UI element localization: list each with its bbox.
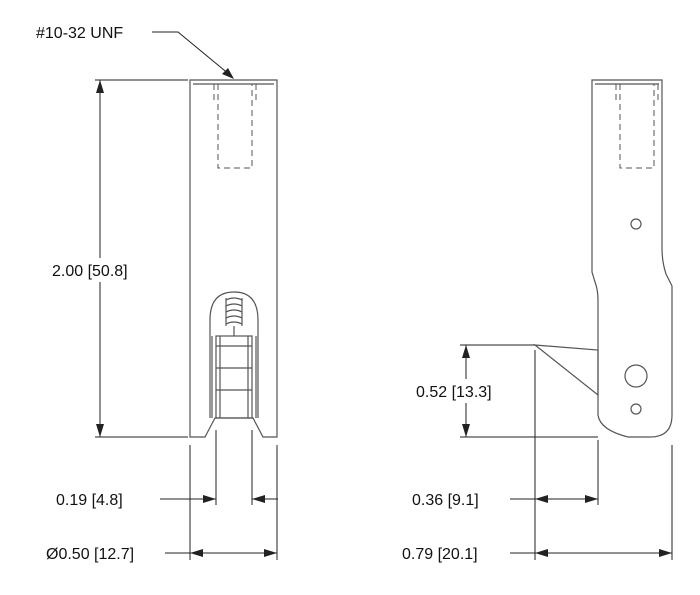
side-pivot-hole xyxy=(624,364,648,388)
blade-height-dimension xyxy=(460,344,598,438)
front-slot-outline xyxy=(209,291,259,418)
overall-width-label: 0.79 [20.1] xyxy=(402,546,478,563)
front-extension-lines xyxy=(189,430,278,560)
blade-offset-label: 0.36 [9.1] xyxy=(412,492,479,509)
side-small-hole-bottom xyxy=(630,403,642,415)
front-plunger xyxy=(211,335,257,419)
diameter-label: Ø0.50 [12.7] xyxy=(46,546,134,563)
blade-height-label: 0.52 [13.3] xyxy=(416,384,492,401)
side-small-hole-top xyxy=(630,218,642,230)
front-view: #10-32 UNF 2.00 [50.8] 0.19 [4.8] xyxy=(36,25,278,563)
thread-callout-label: #10-32 UNF xyxy=(36,25,123,42)
side-thread-major-hidden xyxy=(615,84,659,100)
slot-width-label: 0.19 [4.8] xyxy=(56,492,123,509)
side-view: 0.52 [13.3] 0.36 [9.1] 0.79 [20.1] xyxy=(402,79,673,563)
front-thread-major-hidden xyxy=(213,84,257,100)
side-extension-lines xyxy=(534,350,673,560)
front-thread-hole-hidden xyxy=(217,84,253,169)
diameter-dimension xyxy=(165,549,277,557)
overall-width-dimension xyxy=(510,549,672,557)
thread-callout-leader xyxy=(152,31,234,79)
blade-offset-dimension xyxy=(510,495,598,503)
side-body-outline xyxy=(591,79,673,438)
front-spring xyxy=(225,297,243,336)
length-dimension-label: 2.00 [50.8] xyxy=(52,263,128,280)
slot-width-dimension xyxy=(160,495,278,503)
side-thread-hole-hidden xyxy=(619,84,655,169)
front-body-outline xyxy=(189,79,278,438)
side-blade xyxy=(533,344,599,397)
